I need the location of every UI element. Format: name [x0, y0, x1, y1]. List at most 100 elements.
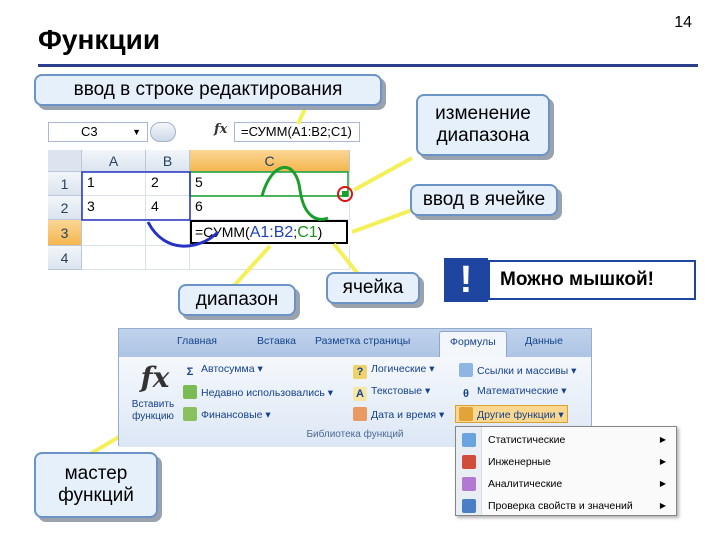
cube-icon: [462, 477, 476, 491]
more-functions-button[interactable]: Другие функции ▾: [455, 405, 568, 423]
more-functions-menu: Статистические ▶ Инженерные ▶ Аналитически…: [455, 426, 677, 516]
theta-icon: θ: [463, 388, 469, 400]
callout-cell: ячейка: [326, 272, 420, 304]
function-library-group-label: Библиотека функций: [306, 429, 404, 440]
book-icon: [183, 385, 197, 399]
row-header-4[interactable]: 4: [48, 246, 82, 270]
cell-ref-c1: C1: [297, 224, 318, 241]
select-all-corner[interactable]: [48, 150, 82, 172]
callout-edit-bar: ввод в строке редактирования: [34, 74, 382, 106]
fx-icon[interactable]: fx: [214, 122, 228, 137]
logical-button[interactable]: ?Логические ▾: [353, 363, 435, 379]
insert-function-button[interactable]: Вставить функцию: [131, 399, 175, 422]
spreadsheet-grid: A B C 1 2 3 4 1 2 5 3 4 6: [48, 150, 350, 270]
menu-item-engineering-label: Инженерные: [488, 456, 551, 468]
formula-separator: ;: [293, 224, 298, 240]
chevron-right-icon: ▶: [659, 501, 666, 510]
arrow-cell-entry: [351, 208, 413, 234]
chevron-right-icon: ▶: [659, 457, 666, 466]
tab-data[interactable]: Данные: [525, 335, 563, 347]
cell-a3[interactable]: [82, 220, 146, 246]
name-box[interactable]: C3 ▼: [48, 122, 148, 142]
date-time-button[interactable]: Дата и время ▾: [353, 407, 444, 421]
more-functions-label: Другие функции: [477, 409, 556, 421]
menu-item-information[interactable]: Проверка свойств и значений ▶: [456, 495, 676, 517]
callout-range: диапазон: [178, 284, 296, 316]
formulas-ribbon: Главная Вставка Разметка страницы Формул…: [118, 328, 592, 447]
recent-functions-label: Недавно использовались: [201, 387, 325, 399]
chevron-down-icon[interactable]: ▼: [132, 127, 141, 137]
arrow-range-change: [353, 156, 413, 192]
cell-a4[interactable]: [82, 246, 146, 270]
math-label: Математические: [477, 385, 559, 397]
lookup-label: Ссылки и массивы: [477, 365, 569, 377]
cell-a1[interactable]: 1: [82, 172, 146, 196]
cell-b4[interactable]: [146, 246, 190, 270]
mouse-note: Можно мышкой!: [488, 260, 696, 300]
engineering-icon: [462, 455, 476, 469]
text-book-icon: A: [353, 387, 367, 401]
menu-item-engineering[interactable]: Инженерные ▶: [456, 451, 676, 473]
search-book-icon: [459, 363, 473, 377]
slide-number: 14: [674, 14, 692, 31]
chevron-right-icon: ▶: [659, 435, 666, 444]
cell-b1[interactable]: 2: [146, 172, 190, 196]
expand-button[interactable]: [150, 122, 176, 142]
more-book-icon: [459, 407, 473, 421]
insert-function-icon[interactable]: fx: [140, 361, 170, 394]
slide-title: Функции: [38, 24, 161, 55]
fx-area: fx: [150, 122, 230, 142]
menu-item-cube[interactable]: Аналитические ▶: [456, 473, 676, 495]
menu-item-cube-label: Аналитические: [488, 478, 563, 490]
row-header-1[interactable]: 1: [48, 172, 82, 196]
date-time-label: Дата и время: [371, 409, 437, 421]
menu-item-statistical-label: Статистические: [488, 434, 566, 446]
cell-c4[interactable]: [190, 246, 350, 270]
chart-icon: [462, 433, 476, 447]
financial-button[interactable]: Финансовые ▾: [183, 407, 271, 421]
formula-suffix: ): [317, 224, 323, 240]
column-header-c[interactable]: C: [190, 150, 350, 172]
range-ref-a1-b2: A1:B2: [249, 224, 294, 241]
text-label: Текстовые: [371, 385, 423, 397]
exclamation-icon: !: [444, 258, 488, 302]
logical-label: Логические: [371, 363, 427, 375]
name-box-value: C3: [81, 124, 98, 139]
cell-a2[interactable]: 3: [82, 196, 146, 220]
menu-item-statistical[interactable]: Статистические ▶: [456, 429, 676, 451]
callout-wizard: мастер функций: [34, 452, 158, 518]
question-book-icon: ?: [353, 365, 367, 379]
callout-range-change: изменение диапазона: [416, 94, 550, 156]
column-header-a[interactable]: A: [82, 150, 146, 172]
autosum-label: Автосумма: [201, 363, 255, 375]
title-divider: [38, 64, 698, 67]
info-icon: [462, 499, 476, 513]
column-header-b[interactable]: B: [146, 150, 190, 172]
cell-c2[interactable]: 6: [190, 196, 350, 220]
active-cell-c3[interactable]: =СУММ(A1:B2;C1): [190, 220, 348, 244]
cell-c1[interactable]: 5: [190, 172, 350, 196]
tab-formulas[interactable]: Формулы: [439, 331, 507, 357]
row-header-2[interactable]: 2: [48, 196, 82, 220]
menu-item-information-label: Проверка свойств и значений: [488, 500, 633, 512]
cell-b2[interactable]: 4: [146, 196, 190, 220]
formula-prefix: =СУММ(: [195, 224, 250, 240]
book-icon: [183, 407, 197, 421]
chevron-right-icon: ▶: [659, 479, 666, 488]
formula-bar[interactable]: =СУММ(A1:B2;C1): [234, 122, 360, 142]
tab-insert[interactable]: Вставка: [257, 335, 297, 347]
clock-book-icon: [353, 407, 367, 421]
tab-home[interactable]: Главная: [177, 335, 217, 347]
ribbon-tabs: Главная Вставка Разметка страницы Формул…: [119, 329, 591, 357]
tab-page-layout[interactable]: Разметка страницы: [315, 335, 411, 347]
lookup-button[interactable]: Ссылки и массивы ▾: [459, 363, 576, 377]
recent-functions-button[interactable]: Недавно использовались ▾: [183, 385, 333, 399]
callout-cell-entry: ввод в ячейке: [410, 184, 558, 216]
sigma-icon: Σ: [186, 366, 194, 378]
row-header-3[interactable]: 3: [48, 220, 82, 246]
cell-b3[interactable]: [146, 220, 190, 246]
